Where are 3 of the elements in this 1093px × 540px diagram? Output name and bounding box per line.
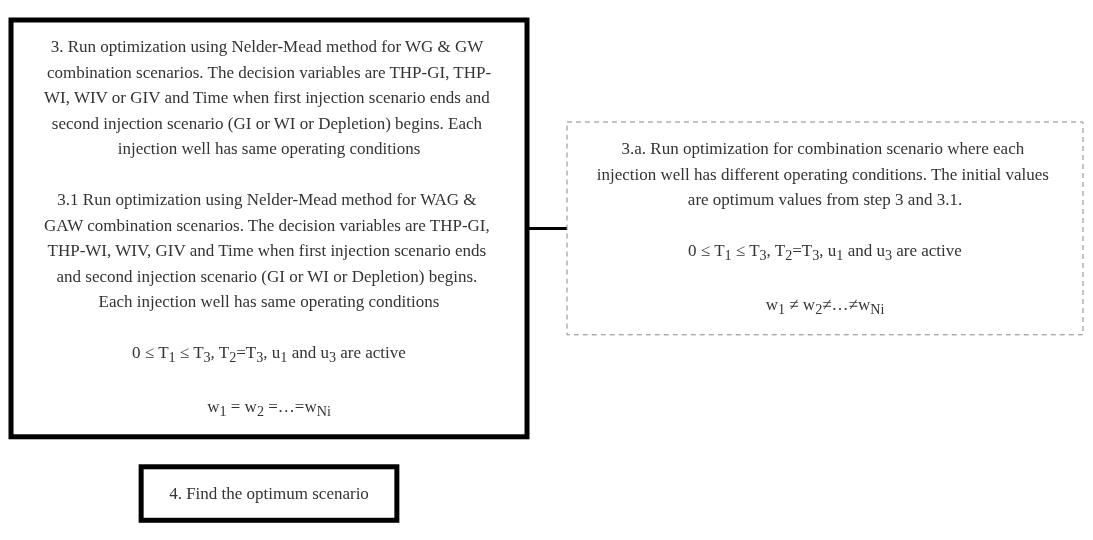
node-box: 4. Find the optimum scenario [138, 464, 399, 523]
node-box: 3. Run optimization using Nelder-Mead method for WG & GW combination scenarios. The decision variables are THP-GI, THP-WI, WIV or GIV and Time when first injection scenario ends and second injection scenario (GI or WI or Depletion) begins. Each injection well has same operating conditions 3.1 Run optimization using Nelder-Mead method for WAG & GAW combination scenarios. The decision variables are THP-GI, THP-WI, WIV, GIV and Time when first injection scenario ends and second injection scenario (GI or WI or Depletion) begins. Each injection well has same operating conditions 0 ≤ T$_{1}$ ≤ T$_{3}$, T$_{2}$=T$_{3}$, u$_{1}$ and u$_{3}$ are active w$_{1}$ = w$_{2}$ =…=w$_{Ni}$ [8, 17, 529, 440]
node-box: 3.a. Run optimization for combination scenario where each injection well has different operating conditions. The initial values are optimum values from step 3 and 3.1. 0 ≤ T$_{1}$ ≤ T$_{3}$, T$_{2}$=T$_{3}$, u$_{1}$ and u$_{3}$ are active w$_{1}$ ≠ w$_{2}$≠…≠w$_{Ni}$ [566, 121, 1083, 336]
